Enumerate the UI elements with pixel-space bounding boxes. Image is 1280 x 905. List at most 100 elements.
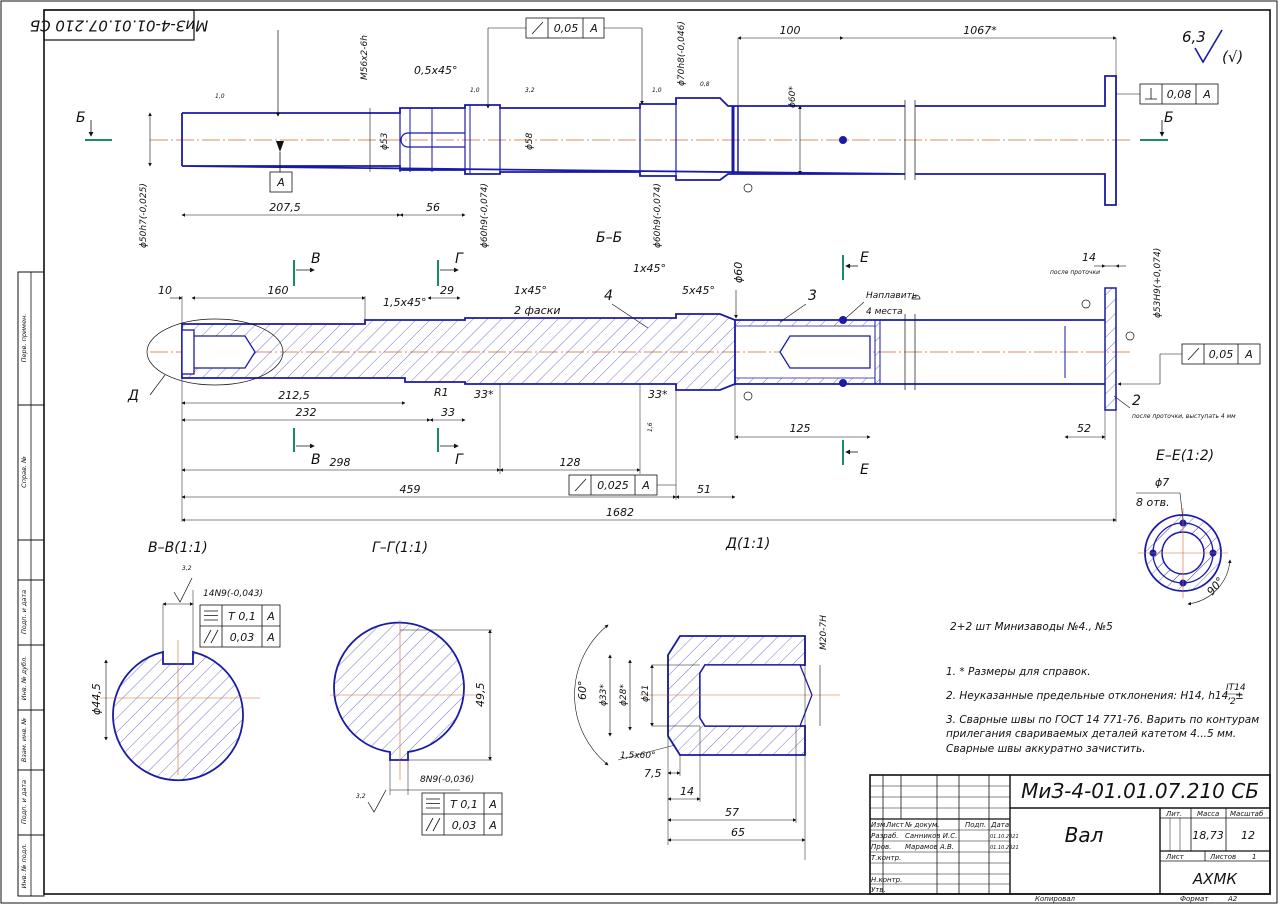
note-1: 1. * Размеры для справок.: [946, 666, 1091, 678]
tb-c3-0: № докум.: [904, 821, 940, 829]
ee-section: ϕ7 8 отв. 90°: [1136, 476, 1232, 606]
vv-tol2-datum: А: [266, 631, 275, 644]
pos-2: 2: [1132, 393, 1141, 409]
tb-role-6: Утв.: [871, 886, 886, 894]
dim-c5: 5x45°: [682, 284, 715, 297]
detail-14: 14: [680, 785, 694, 798]
detail-75: 7,5: [644, 767, 662, 780]
side-stamps: Перв. примен. Справ. № Подп. и дата Инв.…: [17, 271, 45, 897]
rough-10b: 1,0: [470, 87, 480, 94]
stamp-1: Перв. примен.: [20, 314, 28, 363]
rough-10c: 1,0: [652, 87, 662, 94]
dim-1067: 1067*: [963, 24, 997, 37]
cut-g-bot: Г: [455, 452, 464, 468]
note-2-frac-top: IT14: [1226, 683, 1246, 693]
label-d: Д(1:1): [725, 536, 770, 552]
stamp-3: Подп. и дата: [20, 590, 28, 634]
stamp-2: Справ. №: [20, 456, 28, 488]
dim-298: 298: [330, 456, 351, 469]
cut-e-top: Е: [860, 250, 869, 266]
vv-section: ϕ44,5 14N9(-0,043) 3,2 T 0,1 А 0,03 А: [90, 565, 281, 782]
datum-a: А: [276, 176, 285, 189]
tb-c2-0: Лист: [885, 821, 905, 829]
tb-role-0: Изм.: [871, 821, 887, 829]
cut-label-b-left: Б: [76, 110, 86, 126]
tb-format: Формат: [1180, 895, 1209, 903]
dim-d53: ϕ53: [380, 132, 390, 150]
tol-right-datum: А: [1202, 88, 1211, 101]
designation-rotated: МиЗ-4-01.01.07.210 СБ: [30, 17, 208, 35]
dim-thread: M56x2-6h: [360, 35, 370, 80]
dim-d60b: ϕ60h9(-0,074): [653, 183, 663, 248]
dim-160: 160: [268, 284, 289, 297]
tb-c5-0: Дата: [990, 821, 1009, 829]
note-quantity: 2+2 шт Минизаводы №4., №5: [950, 621, 1113, 633]
tb-copied: Копировал: [1035, 895, 1076, 903]
ee-holes: 8 отв.: [1136, 496, 1170, 509]
label-bb: Б–Б: [596, 230, 622, 246]
dim-faski: 2 фаски: [514, 304, 560, 317]
rough-32: 3,2: [525, 87, 535, 94]
gg-tol2-datum: А: [488, 819, 497, 832]
pos-4: 4: [604, 288, 613, 304]
tb-role-2: Пров.: [871, 843, 891, 851]
dim-212: 212,5: [278, 389, 310, 402]
dim-c1a: 1x45°: [514, 284, 547, 297]
note-3a: 3. Сварные швы по ГОСТ 14 771-76. Варить…: [946, 714, 1259, 726]
tol-top-datum: А: [589, 22, 598, 35]
dim-d50: ϕ50h7(-0,025): [139, 183, 149, 248]
tb-c3-2: Марамов А.В.: [905, 843, 954, 851]
label-gg: Г–Г(1:1): [372, 540, 428, 556]
roughness-value: 6,3: [1182, 28, 1206, 46]
tb-scale-h: Масштаб: [1230, 810, 1264, 818]
label-vv: В–В(1:1): [148, 540, 208, 556]
gg-tol1-datum: А: [488, 798, 497, 811]
tol-top-value: 0,05: [554, 22, 579, 35]
dim-52: 52: [1077, 422, 1091, 435]
dim-232: 232: [296, 406, 317, 419]
rough-10a: 1,0: [215, 93, 225, 100]
dim-after: после проточки: [1050, 269, 1100, 276]
stamp-7: Инв. № подл.: [20, 844, 28, 889]
dim-d70: ϕ70h8(-0,046): [677, 21, 687, 86]
gg-diameter: 49,5: [474, 683, 487, 708]
note-2-frac-bot: 2: [1230, 697, 1236, 707]
vv-key: 14N9(-0,043): [203, 589, 263, 599]
dim-33: 33: [441, 406, 455, 419]
dim-after2: после проточки, выступать 4 мм: [1132, 413, 1236, 420]
cut-v-bot: В: [311, 452, 321, 468]
stamp-4: Инв. № дубл.: [20, 656, 28, 700]
tol-sec-value: 0,05: [1209, 348, 1234, 361]
label-detail-d: Д: [127, 388, 139, 404]
tol-right-value: 0,08: [1167, 88, 1192, 101]
dim-51: 51: [697, 483, 711, 496]
roughness-sign: 6,3 (√): [1182, 28, 1243, 66]
tb-role-1: Разраб.: [871, 832, 899, 840]
designation-corner: МиЗ-4-01.01.07.210 СБ: [30, 9, 208, 41]
dim-29: 29: [440, 284, 454, 297]
label-ee: Е–Е(1:2): [1156, 448, 1214, 464]
dim-c15: 1,5x45°: [383, 296, 427, 309]
tb-mass-h: Масса: [1197, 810, 1219, 818]
dim-d60a: ϕ60h9(-0,074): [480, 183, 490, 248]
detail-chamfer: 1,5x60°: [620, 751, 656, 761]
dim-14: 14: [1082, 251, 1096, 264]
detail-d28: ϕ28*: [619, 684, 629, 706]
tb-sheets: 1: [1252, 853, 1256, 861]
dim-c1b: 1x45°: [633, 262, 666, 275]
cut-e-bot: Е: [860, 462, 869, 478]
rough-08: 0,8: [700, 81, 710, 88]
tb-designation: МиЗ-4-01.01.07.210 СБ: [1021, 779, 1259, 803]
tb-sheet-h: Лист: [1165, 853, 1185, 861]
tb-c3-1: Санников И.С.: [905, 832, 957, 840]
dim-56: 56: [426, 201, 440, 214]
note-2: 2. Неуказанные предельные отклонения: Н1…: [946, 690, 1244, 702]
dim-r1: R1: [434, 386, 449, 399]
tb-scale: 12: [1241, 829, 1255, 842]
cut-v-top: В: [311, 251, 321, 267]
tb-name: Вал: [1065, 823, 1104, 847]
tb-c4-0: Подп.: [965, 821, 986, 829]
gg-section: 49,5 8N9(-0,036) 3,2 T 0,1 А 0,03 А: [330, 620, 503, 836]
